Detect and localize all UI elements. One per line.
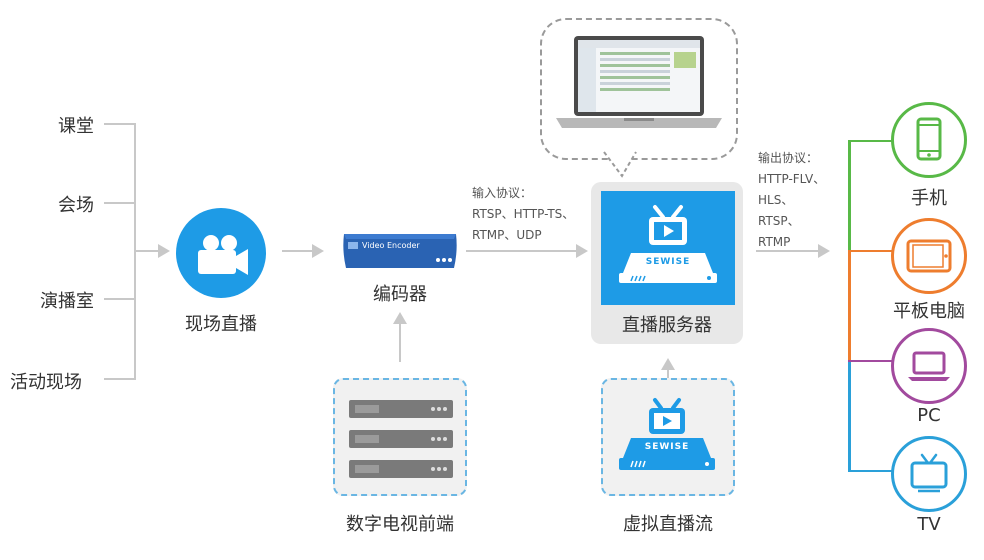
arrow-up-icon	[661, 358, 675, 370]
bubble-tail	[603, 150, 637, 178]
server-rack-icon	[349, 400, 453, 478]
output-label-tv: TV	[917, 514, 941, 535]
arrow-right-icon	[158, 244, 170, 258]
live-server-screen: SEWISE	[601, 191, 735, 305]
output-bracket	[848, 250, 851, 360]
output-protocol-line: RTMP	[758, 235, 791, 249]
source-event-site: 活动现场	[10, 372, 82, 393]
set-top-box-icon	[619, 398, 715, 470]
output-bracket	[848, 470, 892, 472]
connector-line	[104, 202, 136, 204]
video-encoder-device: Video Encoder	[338, 230, 462, 272]
output-bracket	[848, 250, 892, 252]
input-protocol-line: RTMP、UDP	[472, 228, 542, 242]
video-camera-icon	[198, 235, 248, 275]
set-top-box-icon	[619, 205, 717, 283]
tablet-icon	[906, 239, 952, 273]
pc-icon	[908, 351, 950, 381]
laptop-icon	[556, 36, 722, 128]
arrow-right-icon	[312, 244, 324, 258]
input-protocol-line: RTSP、HTTP-TS、	[472, 207, 575, 221]
tv-device	[891, 436, 967, 512]
output-label-phone: 手机	[911, 188, 947, 209]
connector-line	[282, 250, 312, 252]
source-classroom: 课堂	[58, 116, 94, 137]
laptop-bubble	[540, 18, 738, 160]
output-label-pc: PC	[917, 405, 941, 426]
output-protocol-line: HLS、	[758, 193, 794, 207]
connector-line	[104, 123, 136, 125]
virtual-brand-text: SEWISE	[644, 442, 690, 452]
source-venue: 会场	[58, 195, 94, 216]
server-brand-text: SEWISE	[645, 257, 691, 267]
output-protocol-line: RTSP、	[758, 214, 800, 228]
output-bracket	[848, 360, 892, 362]
tv-icon	[910, 453, 948, 493]
output-protocol-line: HTTP-FLV、	[758, 172, 826, 186]
tablet-device	[891, 218, 967, 294]
output-bracket	[848, 140, 851, 250]
digital-tv-label: 数字电视前端	[346, 514, 454, 535]
connector-line	[399, 324, 401, 362]
phone-icon	[916, 117, 942, 161]
connector-line	[667, 370, 669, 382]
connector-line	[104, 378, 136, 380]
encoder-label: 编码器	[373, 284, 427, 305]
virtual-stream-label: 虚拟直播流	[623, 514, 713, 535]
virtual-stream-panel: SEWISE	[601, 378, 735, 496]
arrow-right-icon	[818, 244, 830, 258]
output-bracket	[848, 360, 851, 472]
input-protocol-title: 输入协议：	[472, 186, 533, 200]
encoder-brand-text: Video Encoder	[362, 241, 420, 250]
phone-device	[891, 102, 967, 178]
arrow-right-icon	[576, 244, 588, 258]
connector-line	[134, 250, 158, 252]
digital-tv-panel	[333, 378, 467, 496]
source-studio: 演播室	[40, 291, 94, 312]
arrow-up-icon	[393, 312, 407, 324]
output-label-tablet: 平板电脑	[893, 301, 965, 322]
camera-node	[176, 208, 266, 298]
pc-device	[891, 328, 967, 404]
connector-line	[756, 250, 818, 252]
output-bracket	[848, 140, 892, 142]
connector-line	[104, 298, 136, 300]
connector-line	[466, 250, 576, 252]
live-server-label: 直播服务器	[622, 315, 712, 336]
live-capture-label: 现场直播	[185, 314, 257, 335]
output-protocol-title: 输出协议：	[758, 151, 819, 165]
